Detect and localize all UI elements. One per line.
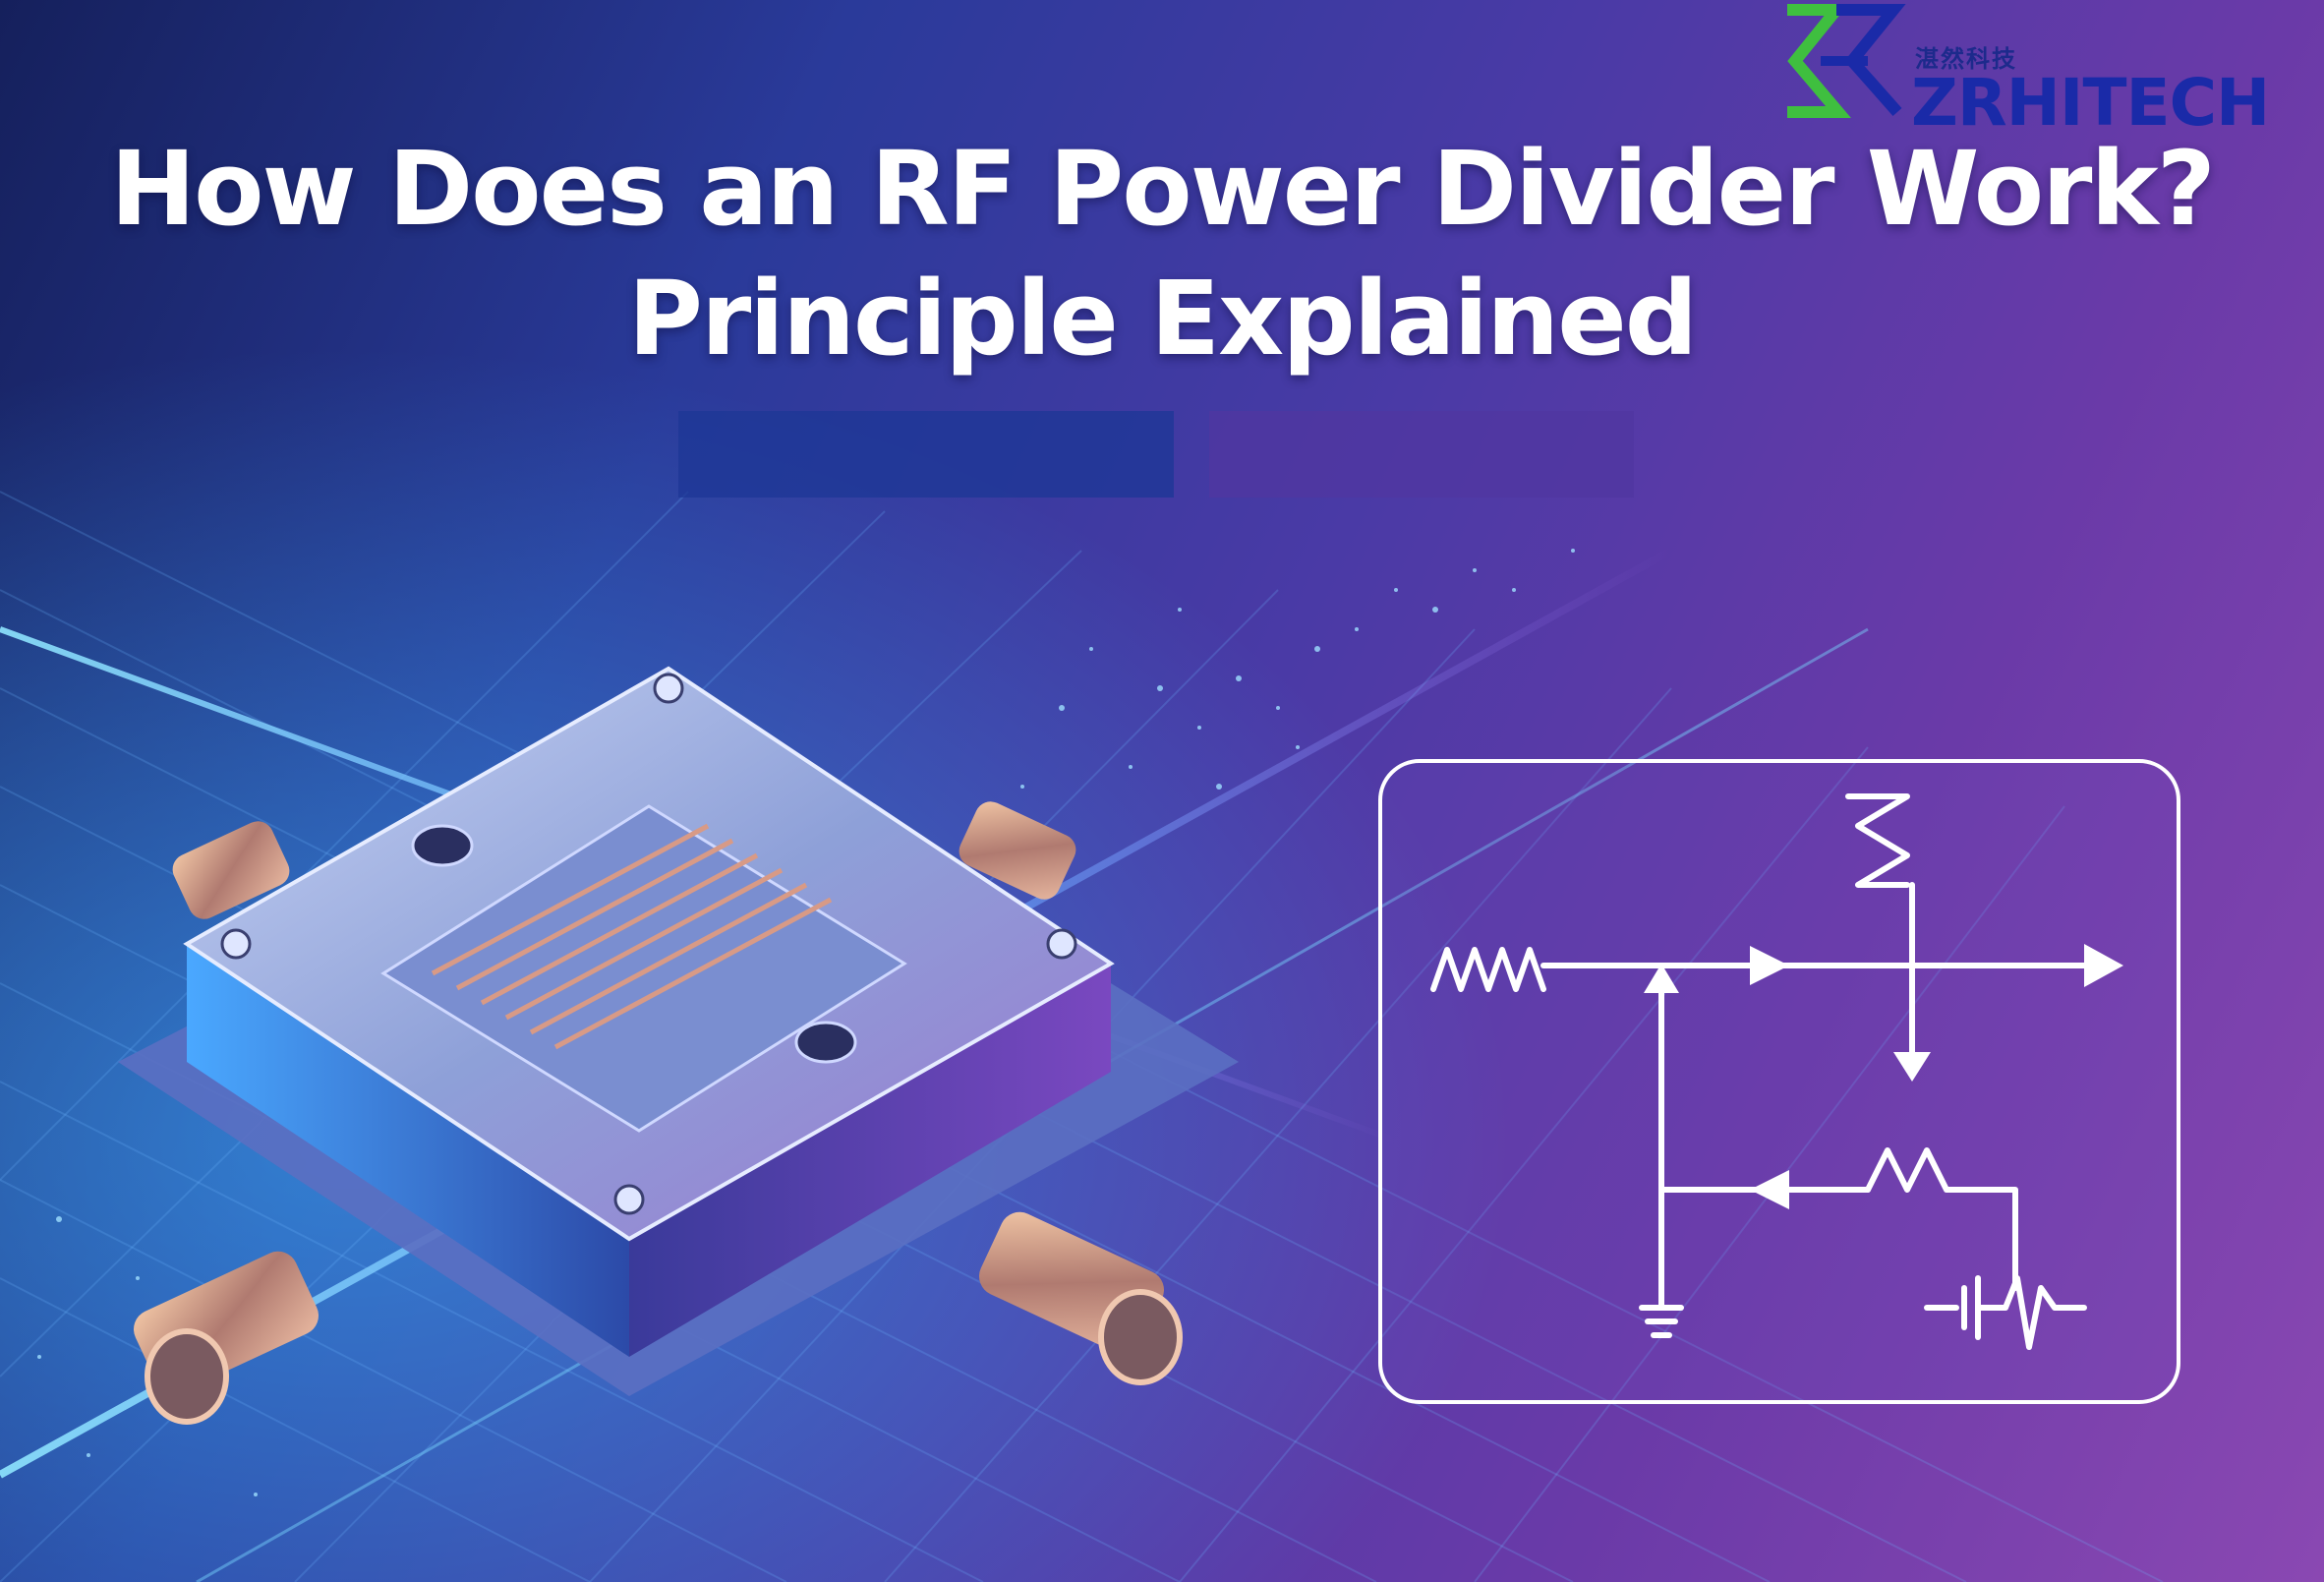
page-title-line-1: How Does an RF Power Divider Work? bbox=[110, 129, 2216, 249]
logo-chinese-name: 湛然科技 bbox=[1915, 45, 2017, 73]
brand-logo: 湛然科技 ZRHITECH bbox=[1777, 0, 2324, 147]
page-title-line-2: Principle Explained bbox=[627, 259, 1698, 379]
subtitle-band-left bbox=[678, 411, 1174, 498]
zr-chevron-logo-icon bbox=[1787, 3, 1906, 118]
power-divider-circuit-schematic-icon bbox=[1378, 759, 2180, 1404]
logo-brand-name: ZRHITECH bbox=[1911, 65, 2270, 141]
subtitle-band-right bbox=[1209, 411, 1634, 498]
rf-power-divider-device-icon bbox=[118, 666, 1239, 1425]
